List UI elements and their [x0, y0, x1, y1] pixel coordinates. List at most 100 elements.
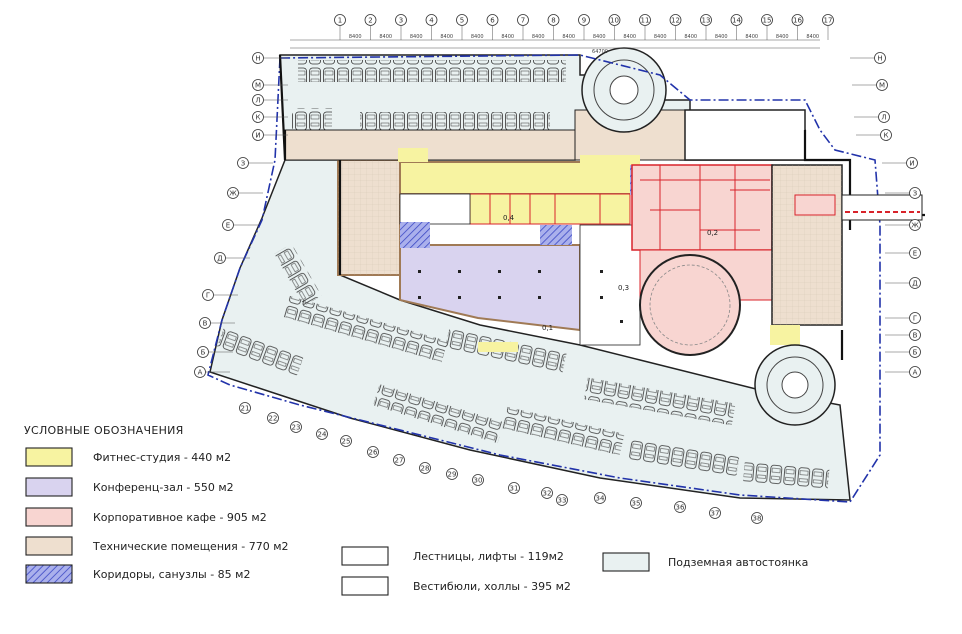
- spiral-ramp-top: [581, 47, 667, 133]
- axis-bubble: [669, 14, 682, 26]
- axis-bubble: [541, 487, 553, 499]
- dimension-label: 8400: [806, 34, 819, 40]
- axis-bubble: [700, 14, 712, 26]
- axis-label: И: [255, 132, 260, 140]
- axis-bubble: [822, 14, 834, 26]
- axis-label: 35: [632, 500, 641, 508]
- axis-label: 37: [711, 510, 720, 518]
- axis-label: 34: [596, 495, 605, 503]
- axis-bubble: [639, 14, 651, 26]
- cafe-partitions: [489, 165, 770, 250]
- axis-label: 8: [551, 17, 555, 25]
- axis-bubble: [906, 157, 918, 169]
- axis-bubble: [880, 129, 892, 141]
- axis-label: 12: [671, 17, 680, 25]
- dimension-label: 8400: [684, 34, 697, 40]
- axis-bubble: [630, 497, 642, 509]
- axis-bubble: [876, 79, 888, 91]
- axis-label: 11: [641, 17, 650, 25]
- legend-swatch: [25, 507, 73, 527]
- legend-label: Фитнес-студия - 440 м2: [93, 451, 231, 464]
- axis-label: Н: [255, 55, 260, 63]
- axis-label: 6: [490, 17, 495, 25]
- axis-label: Ж: [229, 190, 237, 198]
- axis-label: 36: [676, 504, 685, 512]
- axis-label: 26: [369, 449, 378, 457]
- axis-bubble: [334, 14, 346, 26]
- axis-bubble: [237, 157, 249, 169]
- axis-bubble: [456, 14, 468, 26]
- legend-swatch: [341, 546, 389, 566]
- axis-label: М: [879, 82, 885, 90]
- axis-label: 24: [318, 431, 327, 439]
- room-mark-fitness: 0,4: [503, 214, 515, 222]
- axis-label: К: [884, 132, 889, 140]
- room-mark-hall: 0,3: [618, 284, 629, 292]
- axis-label: 28: [421, 465, 430, 473]
- axis-label: Н: [877, 55, 882, 63]
- axis-bubble: [909, 247, 921, 259]
- axis-bubble: [367, 446, 379, 458]
- room-mark-conference: 0,1: [542, 324, 553, 332]
- dimension-label: 8400: [593, 34, 606, 40]
- axis-label: 30: [474, 477, 483, 485]
- axis-label: 13: [702, 17, 711, 25]
- dimension-label: 8400: [776, 34, 789, 40]
- axis-label: З: [241, 160, 246, 168]
- axis-label: 17: [824, 17, 833, 25]
- axis-bubble: [674, 501, 686, 513]
- axis-label: М: [255, 82, 261, 90]
- axis-label: В: [203, 320, 208, 328]
- axis-bubble: [874, 52, 886, 64]
- axis-bubble: [252, 94, 264, 106]
- axis-label: 1: [338, 17, 342, 25]
- axis-label: 27: [395, 457, 404, 465]
- axis-label: 4: [429, 17, 434, 25]
- axis-bubble: [878, 111, 890, 123]
- axis-label: 29: [448, 471, 457, 479]
- dimension-label: 8400: [623, 34, 636, 40]
- dimension-label: 8400: [471, 34, 484, 40]
- axis-label: Г: [913, 315, 917, 323]
- axis-bubble: [578, 14, 590, 26]
- axis-bubble: [252, 111, 264, 123]
- axis-bubble: [197, 346, 209, 358]
- dimension-total: 64700: [592, 49, 608, 55]
- axis-label: В: [913, 332, 918, 340]
- axis-label: 9: [582, 17, 586, 25]
- dimension-label: 8400: [654, 34, 667, 40]
- dimension-line-top: 8400 8400 8400 8400 8400 8400 8400 8400 8400 8400…: [290, 34, 820, 55]
- axis-label: Е: [226, 222, 230, 230]
- axis-bubble: [594, 492, 606, 504]
- axis-bubble: [791, 14, 804, 26]
- column-grid: [418, 270, 623, 323]
- parking-cars-curved: [216, 243, 830, 491]
- axis-bubble: [199, 317, 211, 329]
- axis-label: А: [198, 369, 203, 377]
- room-mark-cafe: 0,2: [707, 229, 718, 237]
- axis-bubble: [252, 52, 264, 64]
- legend-swatch: [25, 536, 73, 556]
- dimension-label: 8400: [715, 34, 728, 40]
- axis-bubble: [709, 507, 721, 519]
- axis-bubble: [267, 412, 279, 424]
- dimension-label: 8400: [745, 34, 758, 40]
- axis-bubble: [909, 346, 921, 358]
- axis-bubble: [202, 289, 214, 301]
- axis-label: Е: [913, 250, 917, 258]
- axis-bubble: [909, 187, 921, 199]
- legend-label: Вестибюли, холлы - 395 м2: [413, 580, 571, 593]
- axis-label: 32: [543, 490, 552, 498]
- axis-bubble: [486, 14, 499, 26]
- dimension-label: 8400: [410, 34, 423, 40]
- site-boundary: [207, 54, 881, 503]
- axis-bubble: [472, 474, 484, 486]
- axis-bubble: [547, 14, 560, 26]
- axis-bubble: [909, 277, 921, 289]
- dimension-label: 8400: [349, 34, 362, 40]
